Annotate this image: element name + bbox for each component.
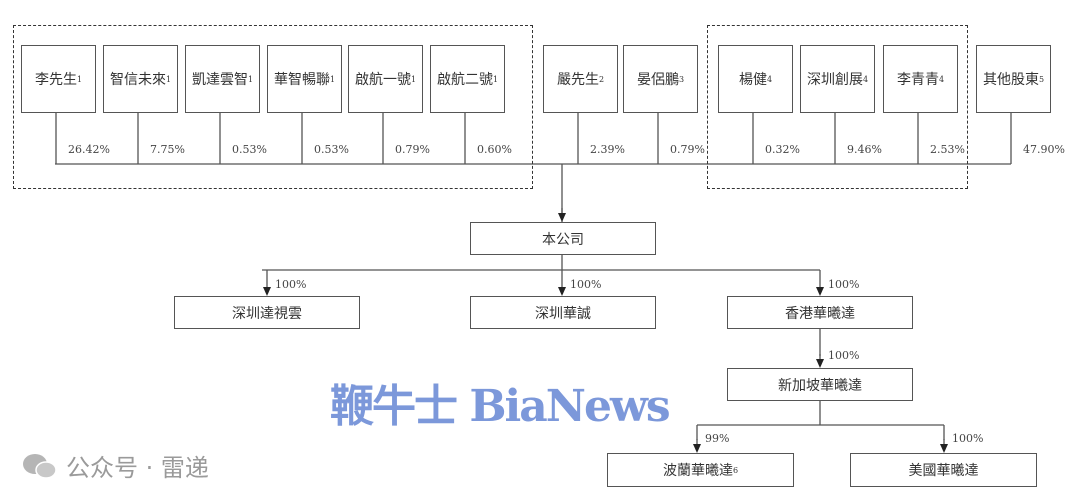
footnote-marker: 4 [862,74,869,84]
footnote-marker: 5 [1038,74,1045,84]
ownership-percentage: 0.53% [232,143,267,156]
footnote-marker: 1 [165,74,172,84]
footnote-marker: 6 [732,465,739,475]
subsidiary-box: 深圳達視雲 [174,296,360,329]
entity-name: 香港華曦達 [785,305,855,322]
entity-name: 李青青 [896,72,939,88]
arrow-head [693,444,701,453]
ownership-percentage: 99% [705,432,730,445]
entity-name: 啟航二號 [436,72,493,88]
ownership-percentage: 100% [275,278,307,291]
ownership-percentage: 100% [570,278,602,291]
arrow-head [816,287,824,296]
footnote-marker: 1 [247,74,254,84]
company-box: 本公司 [470,222,656,255]
footnote-marker: 1 [492,74,499,84]
ownership-percentage: 9.46% [847,143,882,156]
entity-name: 凱達雲智 [191,72,248,88]
entity-name: 啟航一號 [354,72,411,88]
footnote-marker: 1 [410,74,417,84]
entity-name: 美國華曦達 [908,463,979,479]
footnote-marker: 4 [766,74,773,84]
concert-party-group-2 [707,25,968,189]
company-name: 本公司 [542,231,584,248]
ownership-percentage: 100% [828,349,860,362]
entity-name: 嚴先生 [556,72,599,88]
ownership-percentage: 100% [952,432,984,445]
concert-party-group-1 [13,25,533,189]
entity-name: 晏侶鵬 [636,72,679,88]
arrow-head [558,287,566,296]
footnote-marker: 1 [329,74,336,84]
bianews-watermark: 鞭牛士 BiaNews [330,381,671,432]
arrow-head [940,444,948,453]
footnote-marker: 2 [598,74,605,84]
ownership-percentage: 0.53% [314,143,349,156]
ownership-percentage: 47.90% [1023,143,1065,156]
entity-name: 楊健 [738,72,767,88]
wechat-icon [23,453,57,479]
entity-name: 深圳達視雲 [232,305,302,322]
entity-name: 李先生 [34,72,77,88]
entity-name: 智信未來 [109,72,166,88]
subsidiary-box: 美國華曦達 [850,453,1037,487]
ownership-percentage: 2.39% [590,143,625,156]
entity-name: 深圳創展 [806,72,863,88]
wechat-account-label: 公众号 · 雷递 [66,454,209,482]
footnote-marker: 3 [678,74,685,84]
entity-name: 波蘭華曦達 [662,463,733,479]
entity-name: 其他股東 [982,72,1039,88]
ownership-percentage: 0.79% [670,143,705,156]
ownership-percentage: 0.79% [395,143,430,156]
ownership-percentage: 100% [828,278,860,291]
ownership-percentage: 2.53% [930,143,965,156]
subsidiary-box: 香港華曦達 [727,296,913,329]
subsidiary-box: 新加坡華曦達 [727,368,913,401]
ownership-percentage: 26.42% [68,143,110,156]
wechat-watermark: 公众号 · 雷递 [20,448,209,483]
footnote-marker: 4 [938,74,945,84]
entity-name: 深圳華誠 [535,305,591,322]
entity-name: 新加坡華曦達 [778,377,862,394]
subsidiary-box: 深圳華誠 [470,296,656,329]
arrow-head [558,213,566,222]
entity-name: 華智暢聯 [273,72,330,88]
arrow-head [263,287,271,296]
ownership-percentage: 7.75% [150,143,185,156]
arrow-head [816,359,824,368]
ownership-percentage: 0.32% [765,143,800,156]
ownership-percentage: 0.60% [477,143,512,156]
footnote-marker: 1 [76,74,83,84]
